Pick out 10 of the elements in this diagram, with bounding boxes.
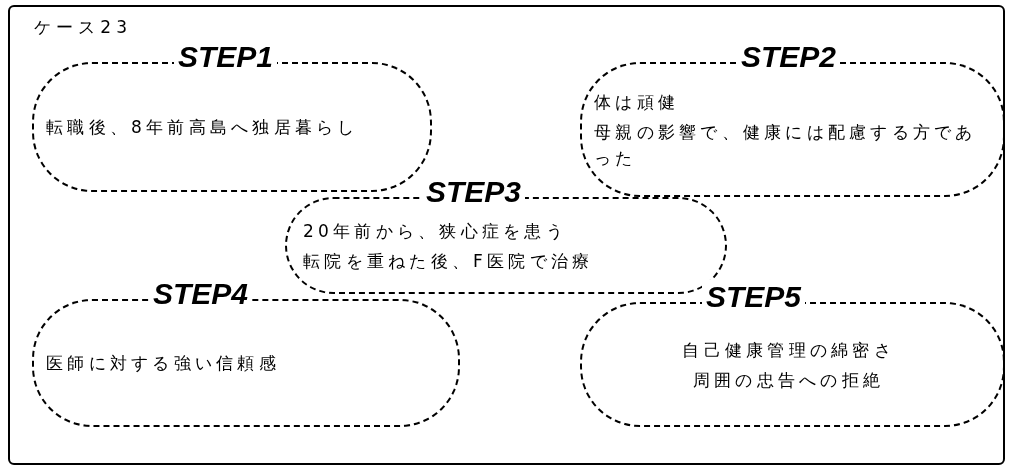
step-text: 20年前から、狭心症を患う: [303, 219, 568, 243]
step-text: 転職後、8年前高島へ独居暮らし: [46, 116, 360, 139]
step-text: 医師に対する強い信頼感: [46, 352, 281, 375]
step-text: 体は頑健: [594, 90, 680, 114]
case-title: ケース23: [34, 16, 133, 39]
case-frame: [8, 5, 1005, 465]
step-text: 転院を重ねた後、F医院で治療: [303, 249, 595, 273]
step-text: 自己健康管理の綿密さ: [682, 338, 896, 362]
step-text: 母親の影響で、健康には配慮する方であった: [594, 120, 978, 170]
step-text: 周囲の忠告への拒絶: [692, 368, 886, 392]
